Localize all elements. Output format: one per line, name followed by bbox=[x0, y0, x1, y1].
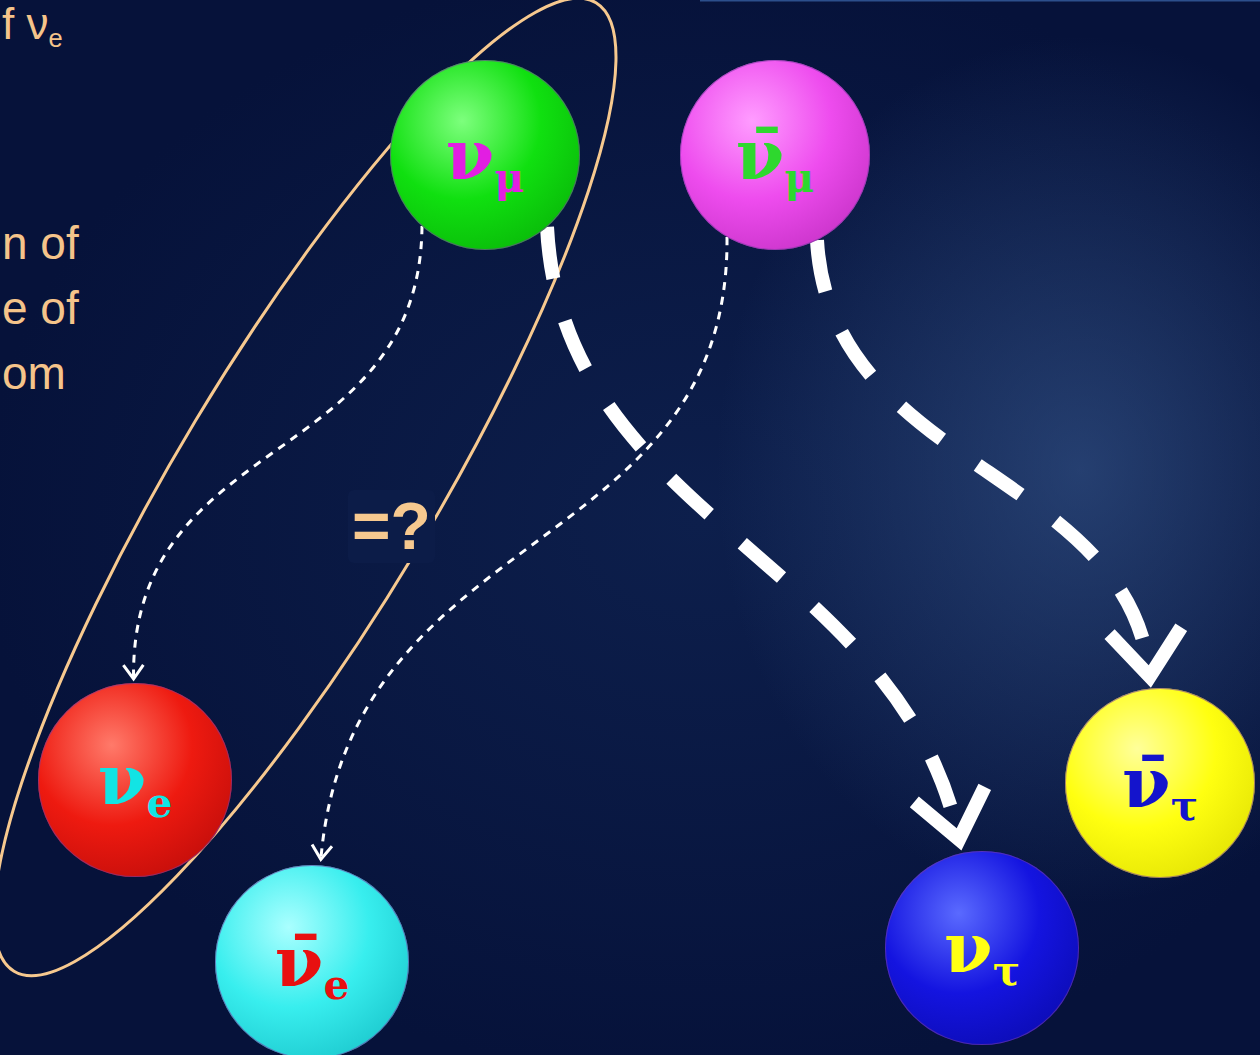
particle-symbol: ν̄e bbox=[275, 927, 349, 997]
particle-symbol: ντ bbox=[944, 913, 1020, 983]
neutrino-sphere: ν̄τ bbox=[1065, 688, 1255, 878]
cut-off-text: e of bbox=[2, 283, 79, 334]
particle-symbol: ν̄μ bbox=[736, 120, 814, 190]
arrowhead bbox=[123, 665, 143, 679]
top-band bbox=[700, 0, 1260, 2]
cut-off-text: n of bbox=[2, 218, 79, 269]
particle-symbol: νμ bbox=[446, 120, 524, 190]
neutrino-sphere: νe bbox=[38, 683, 232, 877]
neutrino-sphere: ν̄μ bbox=[680, 60, 870, 250]
dashed-line bbox=[817, 240, 1150, 676]
neutrino-sphere: ν̄e bbox=[215, 865, 409, 1055]
dashed-line bbox=[321, 237, 727, 859]
neutrino-sphere: νμ bbox=[390, 60, 580, 250]
particle-symbol: ν̄τ bbox=[1122, 748, 1198, 818]
oscillation-arrow bbox=[123, 226, 422, 679]
dashed-line bbox=[547, 227, 959, 839]
cut-off-text: om bbox=[2, 348, 66, 399]
oscillation-arrow bbox=[547, 227, 985, 839]
question-mark-label: =? bbox=[348, 490, 435, 563]
arrowhead bbox=[914, 787, 984, 839]
dashed-line bbox=[134, 226, 422, 679]
oscillation-arrow bbox=[817, 240, 1181, 676]
neutrino-sphere: ντ bbox=[885, 851, 1079, 1045]
arrowhead bbox=[1110, 627, 1182, 676]
particle-symbol: νe bbox=[98, 745, 172, 815]
arrowhead bbox=[312, 845, 332, 860]
oscillation-arrow bbox=[312, 237, 727, 859]
cut-off-text: f νe bbox=[2, 0, 63, 48]
